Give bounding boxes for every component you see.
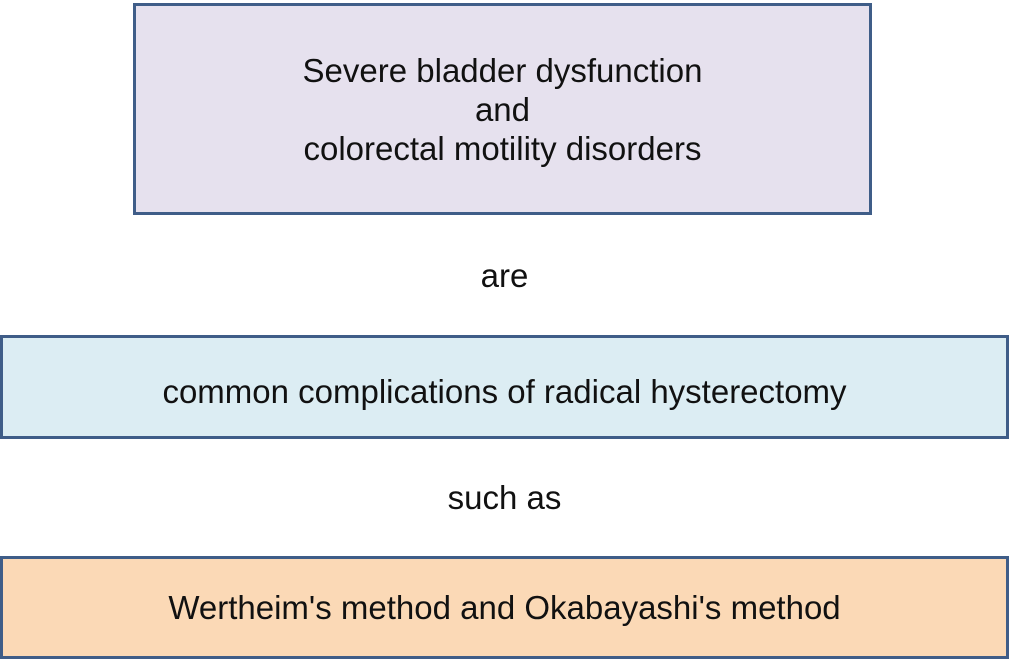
top-box-line-3: colorectal motility disorders	[303, 129, 702, 167]
connector-label-such-as: such as	[447, 479, 562, 516]
bottom-box-methods: Wertheim's method and Okabayashi's metho…	[0, 556, 1009, 659]
bottom-box-text: Wertheim's method and Okabayashi's metho…	[168, 589, 841, 626]
top-box-text: Severe bladder dysfunction and colorecta…	[303, 51, 703, 168]
top-box-line-2: and	[474, 90, 531, 128]
middle-box-text: common complications of radical hysterec…	[162, 372, 847, 410]
middle-box-complications: common complications of radical hysterec…	[0, 335, 1009, 439]
top-box-line-1: Severe bladder dysfunction	[302, 51, 703, 89]
connector-label-are: are	[480, 256, 529, 294]
top-box-severe-dysfunction: Severe bladder dysfunction and colorecta…	[133, 3, 872, 215]
